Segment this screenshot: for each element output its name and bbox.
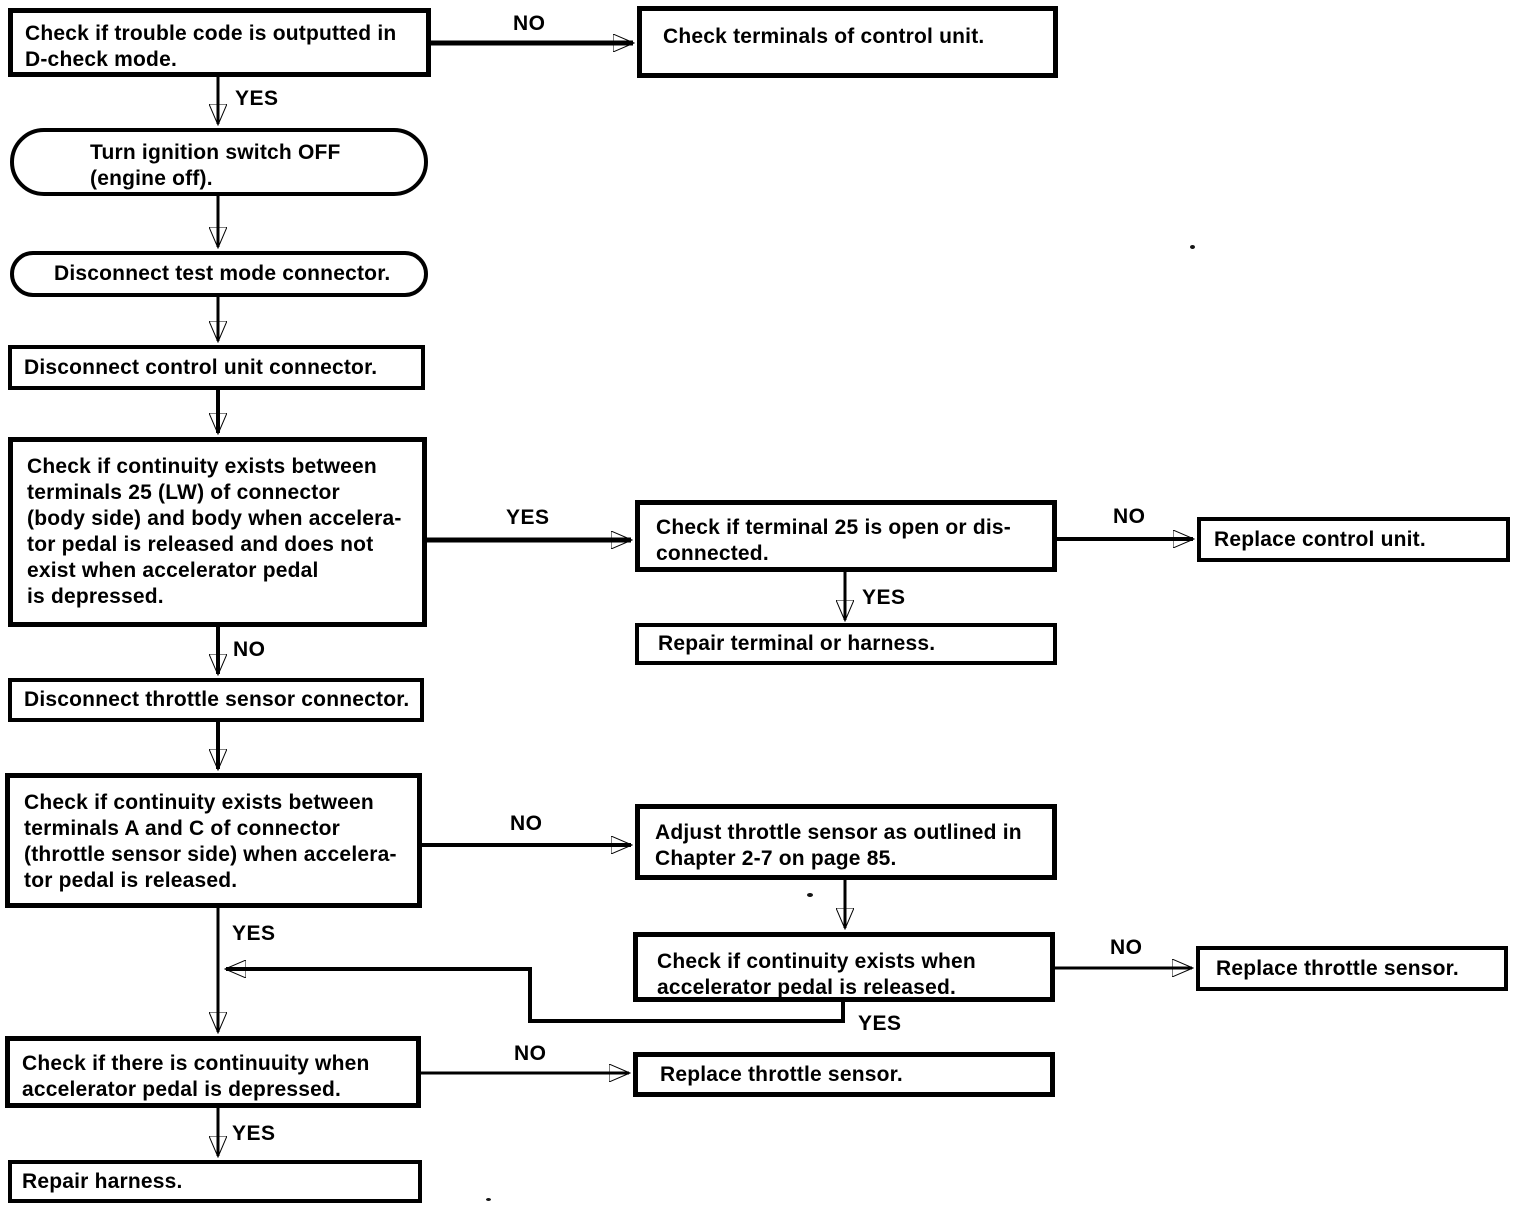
node-check-terminal-25-open: Check if terminal 25 is open or dis- con…	[635, 500, 1057, 572]
edge-continuityreleased-feedback	[226, 969, 845, 1023]
node-ignition-off: Turn ignition switch OFF (engine off).	[10, 128, 428, 196]
node-replace-control-unit: Replace control unit.	[1197, 517, 1510, 562]
node-check-continuity-25: Check if continuity exists between termi…	[8, 437, 427, 627]
edge-label-yes-released-feedback: YES	[858, 1012, 902, 1035]
node-check-continuity-depressed: Check if there is continuuity when accel…	[5, 1036, 421, 1108]
scan-speck	[486, 1198, 491, 1201]
edge-label-yes-terminal25: YES	[862, 586, 906, 609]
edge-label-yes-depressed: YES	[232, 1122, 276, 1145]
edge-label-no-depressed: NO	[514, 1042, 547, 1065]
node-check-continuity-released: Check if continuity exists when accelera…	[633, 932, 1055, 1002]
scan-speck	[807, 893, 813, 897]
edge-label-no-continuity25: NO	[233, 638, 266, 661]
node-replace-throttle-sensor-1: Replace throttle sensor.	[1196, 946, 1508, 991]
node-check-trouble-code: Check if trouble code is outputted in D-…	[8, 8, 431, 77]
edge-label-yes-trouble: YES	[235, 87, 279, 110]
node-repair-harness: Repair harness.	[8, 1160, 422, 1203]
edge-label-no-continuityac: NO	[510, 812, 543, 835]
edge-label-no-trouble: NO	[513, 12, 546, 35]
node-disconnect-throttle-sensor: Disconnect throttle sensor connector.	[8, 678, 424, 722]
node-adjust-throttle-sensor: Adjust throttle sensor as outlined in Ch…	[635, 804, 1057, 880]
node-repair-terminal-harness: Repair terminal or harness.	[635, 623, 1057, 665]
edge-label-yes-continuityac: YES	[232, 922, 276, 945]
edge-label-no-released: NO	[1110, 936, 1143, 959]
scan-speck	[1190, 245, 1195, 249]
node-replace-throttle-sensor-2: Replace throttle sensor.	[633, 1052, 1055, 1097]
edge-label-yes-continuity25: YES	[506, 506, 550, 529]
edge-label-no-terminal25: NO	[1113, 505, 1146, 528]
node-disconnect-test-mode: Disconnect test mode connector.	[10, 251, 428, 297]
node-disconnect-control-unit: Disconnect control unit connector.	[8, 345, 425, 390]
node-check-terminals: Check terminals of control unit.	[637, 6, 1058, 78]
node-check-continuity-ac: Check if continuity exists between termi…	[5, 773, 422, 908]
